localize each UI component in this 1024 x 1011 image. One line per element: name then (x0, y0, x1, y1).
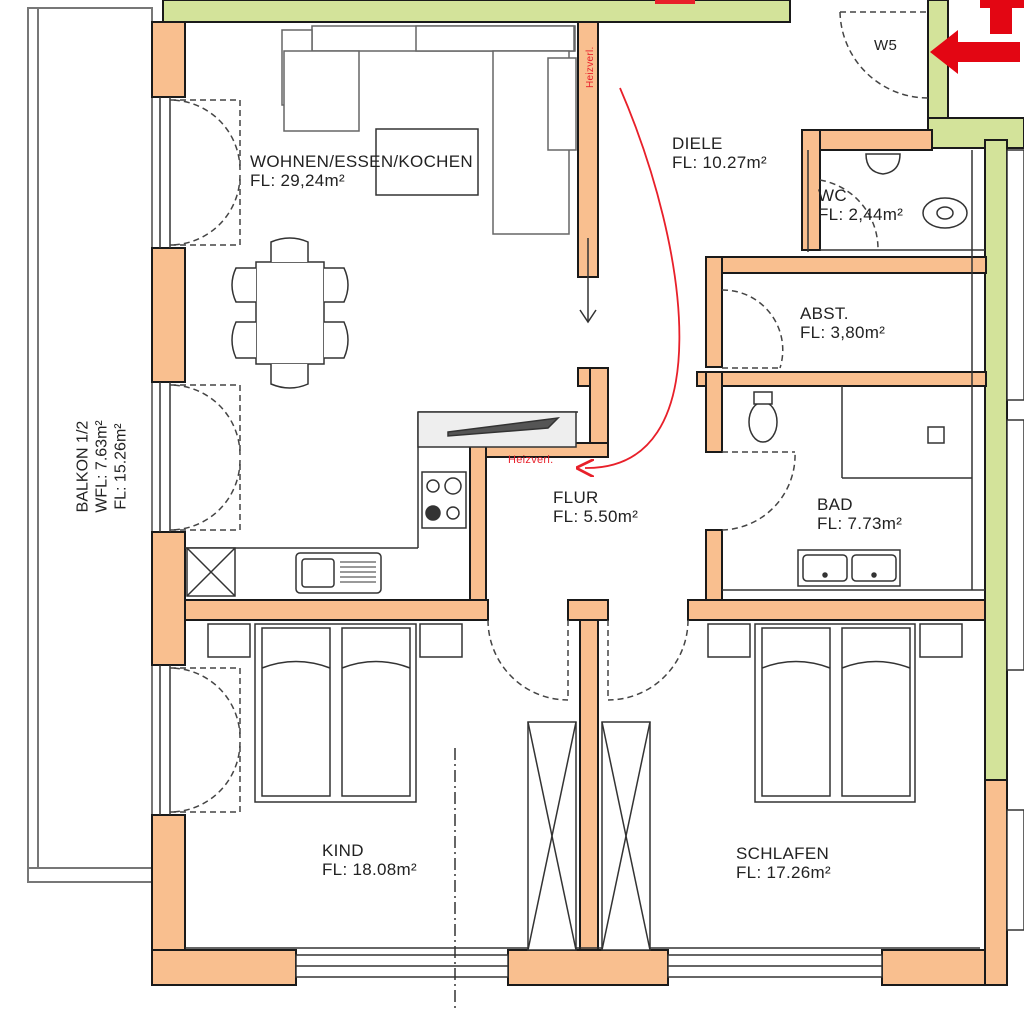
room-wc: WC FL: 2,44m² (818, 186, 903, 224)
room-bad: BAD FL: 7.73m² (817, 495, 902, 533)
room-name: WOHNEN/ESSEN/KOCHEN (250, 152, 473, 171)
room-abst: ABST. FL: 3,80m² (800, 304, 885, 342)
walls (151, 21, 1008, 986)
room-name: BALKON 1/2 (74, 420, 92, 513)
room-area: FL: 17.26m² (736, 863, 831, 882)
bath-fixtures (797, 426, 945, 587)
room-area: FL: 18.08m² (322, 860, 417, 879)
room-wfl: WFL: 7.63m² (93, 420, 111, 513)
exterior-wall-top (162, 0, 1024, 801)
balcony (27, 7, 153, 883)
top-red-mark (655, 0, 695, 4)
room-name: KIND (322, 841, 364, 860)
room-balkon: BALKON 1/2 WFL: 7.63m² FL: 15.26m² (74, 367, 131, 567)
room-area: FL: 5.50m² (553, 507, 639, 526)
kitchen (186, 411, 577, 597)
wardrobe-icon (527, 721, 651, 951)
room-wohnen: WOHNEN/ESSEN/KOCHEN FL: 29,24m² (250, 152, 473, 190)
room-area: FL: 3,80m² (800, 323, 886, 342)
right-edge (1006, 149, 1024, 931)
room-area: FL: 15.26m² (112, 423, 130, 510)
room-name: ABST. (800, 304, 849, 323)
room-area: FL: 29,24m² (250, 171, 345, 190)
sofa (281, 25, 577, 235)
room-flur: FLUR FL: 5.50m² (553, 488, 638, 526)
window-tag: W5 (874, 37, 898, 54)
heating-label-1: Heizverl. (585, 46, 596, 88)
room-schlafen: SCHLAFEN FL: 17.26m² (736, 844, 831, 882)
left-windows (159, 97, 171, 815)
room-kind: KIND FL: 18.08m² (322, 841, 417, 879)
bed-icon (207, 623, 963, 803)
coffee-table (375, 128, 479, 196)
sliding-door-arrow (579, 238, 597, 324)
heating-label-2: Heizverl. (508, 454, 554, 466)
escape-arrow-icon (930, 0, 1024, 74)
room-diele: DIELE FL: 10.27m² (672, 134, 767, 172)
room-name: DIELE (672, 134, 723, 153)
dining-table (231, 237, 349, 389)
toilet-icon (748, 153, 968, 443)
room-area: FL: 10.27m² (672, 153, 767, 172)
chair-icon (270, 237, 309, 262)
thin-lines (185, 150, 985, 949)
heating-line (585, 87, 681, 468)
room-area: FL: 2,44m² (818, 205, 904, 224)
room-name: FLUR (553, 488, 599, 507)
room-name: WC (818, 186, 847, 205)
room-name: BAD (817, 495, 853, 514)
door-swing-icon (169, 11, 929, 813)
room-name: SCHLAFEN (736, 844, 830, 863)
room-area: FL: 7.73m² (817, 514, 903, 533)
